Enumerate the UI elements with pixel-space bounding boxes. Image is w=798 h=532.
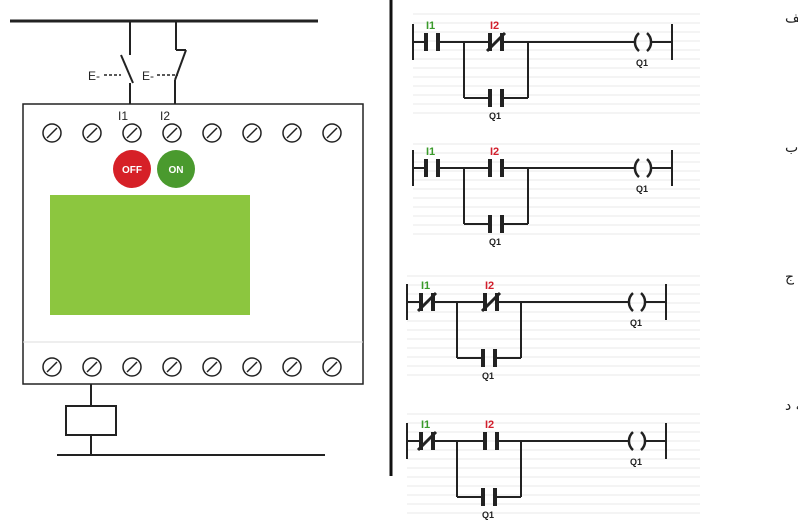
contact-i2 bbox=[488, 159, 504, 177]
terminal-screw bbox=[82, 357, 102, 377]
contact-i1 bbox=[416, 430, 438, 452]
switch2-label: E- bbox=[142, 69, 154, 83]
label-i1: I1 bbox=[421, 419, 430, 431]
contact-i1 bbox=[416, 291, 438, 313]
coil-right-arc bbox=[646, 32, 653, 52]
terminal-screw bbox=[82, 123, 102, 143]
ruled-lines bbox=[413, 143, 700, 235]
terminal-screw bbox=[282, 357, 302, 377]
option-title: گزینه ب bbox=[785, 139, 798, 156]
terminal-screw bbox=[242, 123, 262, 143]
terminal-screw bbox=[122, 357, 142, 377]
switch1-label: E- bbox=[88, 69, 100, 83]
plc-display bbox=[50, 195, 250, 315]
contact-i2 bbox=[485, 31, 507, 53]
terminal-screw bbox=[322, 357, 342, 377]
plc-wiring-panel: E- E- I1 I2 OFF ON bbox=[10, 19, 364, 456]
contact-i2 bbox=[480, 291, 502, 313]
top-terminal-strip bbox=[42, 123, 342, 143]
label-q1-coil: Q1 bbox=[630, 457, 642, 467]
ladder-option-3: I1I2Q1Q1گزینه ج bbox=[406, 268, 798, 381]
off-button-label: OFF bbox=[122, 165, 142, 176]
label-i2: I2 bbox=[485, 419, 494, 431]
off-button[interactable] bbox=[113, 150, 151, 188]
option-title: گزینه الف bbox=[785, 9, 798, 26]
terminal-screw bbox=[322, 123, 342, 143]
label-i1: I1 bbox=[426, 20, 435, 32]
coil-right-arc bbox=[640, 292, 647, 312]
on-button-label: ON bbox=[169, 165, 184, 176]
label-q1-latch: Q1 bbox=[482, 510, 494, 520]
terminal-screw bbox=[162, 123, 182, 143]
label-i2: I2 bbox=[485, 280, 494, 292]
ladder-option-1: I1I2Q1Q1گزینه الف bbox=[412, 9, 798, 121]
coil-right-arc bbox=[646, 158, 653, 178]
coil-right-arc bbox=[640, 431, 647, 451]
label-i1: I1 bbox=[426, 146, 435, 158]
coil-left-arc bbox=[627, 431, 634, 451]
ladder-options: I1I2Q1Q1گزینه الفI1I2Q1Q1گزینه بI1I2Q1Q1… bbox=[406, 9, 798, 520]
switch1-contact bbox=[120, 54, 134, 84]
option-title: گزینه د bbox=[785, 397, 798, 414]
label-q1-latch: Q1 bbox=[489, 111, 501, 121]
terminal-screw bbox=[242, 357, 262, 377]
coil-left-arc bbox=[627, 292, 634, 312]
label-i2: I2 bbox=[490, 20, 499, 32]
label-q1-latch: Q1 bbox=[482, 371, 494, 381]
bottom-terminal-strip bbox=[42, 357, 342, 377]
output-load-coil bbox=[65, 405, 117, 436]
terminal-screw bbox=[162, 357, 182, 377]
switch2-contact bbox=[174, 49, 187, 81]
label-i2: I2 bbox=[490, 146, 499, 158]
contact-i2 bbox=[483, 432, 499, 450]
contact-q1-latch bbox=[481, 349, 497, 367]
label-q1-latch: Q1 bbox=[489, 237, 501, 247]
label-q1-coil: Q1 bbox=[630, 318, 642, 328]
contact-i1 bbox=[424, 159, 440, 177]
label-q1-coil: Q1 bbox=[636, 58, 648, 68]
coil-left-arc bbox=[633, 32, 640, 52]
contact-q1-latch bbox=[488, 215, 504, 233]
ruled-lines bbox=[413, 13, 700, 114]
coil-left-arc bbox=[633, 158, 640, 178]
ladder-option-4: I1I2Q1Q1گزینه د bbox=[406, 397, 798, 520]
ladder-option-2: I1I2Q1Q1گزینه ب bbox=[412, 139, 798, 247]
ruled-lines bbox=[407, 275, 700, 376]
terminal-screw bbox=[282, 123, 302, 143]
terminal-screw bbox=[122, 123, 142, 143]
terminal-screw bbox=[42, 123, 62, 143]
terminal-screw bbox=[202, 123, 222, 143]
option-title: گزینه ج bbox=[785, 268, 798, 285]
label-i1: I1 bbox=[421, 280, 430, 292]
terminal-screw bbox=[202, 357, 222, 377]
contact-q1-latch bbox=[481, 488, 497, 506]
input2-label: I2 bbox=[160, 109, 170, 123]
input1-label: I1 bbox=[118, 109, 128, 123]
contact-i1 bbox=[424, 33, 440, 51]
on-button[interactable] bbox=[157, 150, 195, 188]
contact-q1-latch bbox=[488, 89, 504, 107]
ruled-lines bbox=[407, 413, 700, 514]
label-q1-coil: Q1 bbox=[636, 184, 648, 194]
terminal-screw bbox=[42, 357, 62, 377]
